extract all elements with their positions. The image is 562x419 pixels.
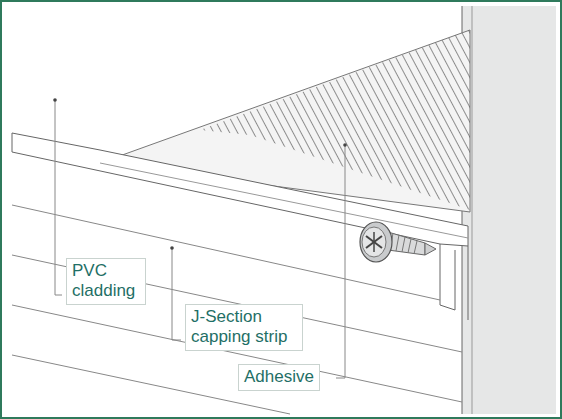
j-section-lip	[440, 244, 455, 310]
j-section-strip	[12, 133, 468, 246]
part-label: Adhesive	[238, 364, 320, 391]
leader-dots	[53, 98, 347, 250]
part-label: J-Section capping strip	[185, 304, 303, 351]
cladding-lines	[12, 205, 462, 414]
part-label: PVC cladding	[66, 258, 146, 305]
screw	[360, 222, 436, 262]
wall	[462, 6, 556, 414]
leader-lines	[55, 100, 345, 378]
